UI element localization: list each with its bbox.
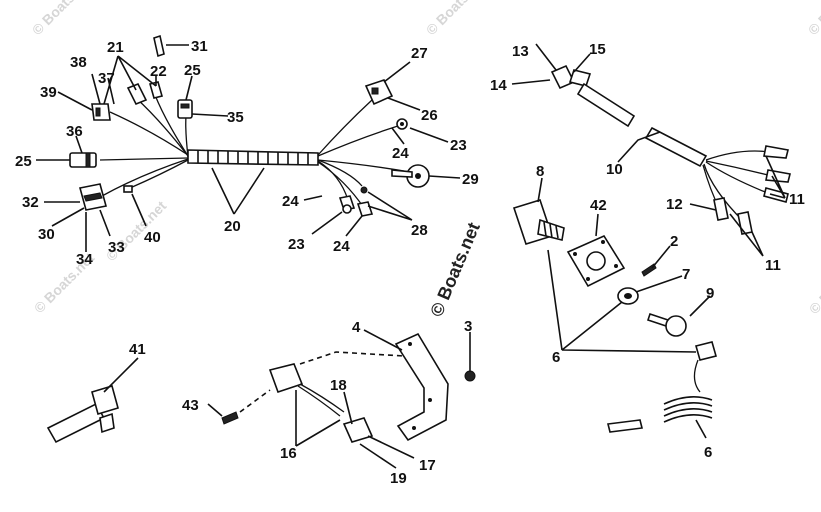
nut-3 <box>464 370 476 382</box>
callout-7: 7 <box>682 266 690 283</box>
callout-39: 39 <box>40 84 57 101</box>
callout-12: 12 <box>666 196 683 213</box>
callout-26: 26 <box>421 107 438 124</box>
watermark-main: © Boats.net <box>426 219 484 319</box>
callout-23-bottom: 23 <box>288 236 305 253</box>
callout-2: 2 <box>670 233 678 250</box>
callout-15: 15 <box>589 41 606 58</box>
callout-29: 29 <box>462 171 479 188</box>
connector-37 <box>126 82 148 106</box>
callout-11-bottom: 11 <box>765 257 781 274</box>
screw-43 <box>221 411 239 425</box>
callout-31: 31 <box>191 38 208 55</box>
callout-20: 20 <box>224 218 241 235</box>
callout-9: 9 <box>706 285 714 302</box>
callout-6-mid: 6 <box>552 349 560 366</box>
callout-4: 4 <box>352 319 361 336</box>
terminal-23-bottom <box>338 195 356 214</box>
lanyard-clip-6 <box>607 341 717 433</box>
stop-switch-16 <box>239 351 405 443</box>
callout-27: 27 <box>411 45 428 62</box>
callout-34: 34 <box>76 251 93 268</box>
ring-terminal-23-top <box>396 118 408 130</box>
callout-13: 13 <box>512 43 529 60</box>
callout-3: 3 <box>464 318 472 335</box>
callout-25-left: 25 <box>15 153 32 170</box>
callout-33: 33 <box>108 239 125 256</box>
sleeve-31 <box>153 34 165 58</box>
callout-43: 43 <box>182 397 199 414</box>
callout-19: 19 <box>390 470 407 487</box>
leader-lines <box>36 43 786 469</box>
connector-36 <box>69 152 97 168</box>
callout-37: 37 <box>98 70 115 87</box>
connector-30 <box>79 183 107 211</box>
callout-14: 14 <box>490 77 507 94</box>
screw-40 <box>123 185 133 193</box>
callout-24-top: 24 <box>392 145 409 162</box>
callout-11-top: 11 <box>789 191 805 208</box>
callout-38: 38 <box>70 54 87 71</box>
callout-22: 22 <box>150 63 167 80</box>
callout-21: 21 <box>107 39 124 56</box>
callout-18: 18 <box>330 377 347 394</box>
callout-16: 16 <box>280 445 297 462</box>
callout-30: 30 <box>38 226 55 243</box>
callout-8: 8 <box>536 163 544 180</box>
ignition-switch-8 <box>512 199 565 245</box>
callout-41: 41 <box>129 341 146 358</box>
watermark-top-left: © Boats.net <box>29 0 96 38</box>
connector-39 <box>91 103 111 121</box>
callout-17: 17 <box>419 457 436 474</box>
connector-26-27 <box>364 79 394 106</box>
callout-24-mid: 24 <box>282 193 299 210</box>
callout-35: 35 <box>227 109 244 126</box>
mounting-plate-42 <box>566 234 626 288</box>
bracket-4 <box>394 332 449 442</box>
callout-28: 28 <box>411 222 428 239</box>
callout-6-bottom: 6 <box>704 444 712 461</box>
watermark-top-right: © Boats.net <box>805 0 821 38</box>
throttle-grip-41 <box>46 384 119 444</box>
callout-10: 10 <box>606 161 623 178</box>
callout-24-bottom: 24 <box>333 238 350 255</box>
callout-labels: 31 21 22 25 38 37 39 35 36 25 32 30 33 3… <box>15 38 805 487</box>
watermark-top-center: © Boats.net <box>423 0 490 38</box>
callout-42: 42 <box>590 197 607 214</box>
callout-32: 32 <box>22 194 39 211</box>
callout-25-top: 25 <box>184 62 201 79</box>
callout-40: 40 <box>144 229 161 246</box>
callout-23-top: 23 <box>450 137 467 154</box>
key-9 <box>646 312 687 337</box>
nut-7 <box>617 287 639 305</box>
callout-36: 36 <box>66 123 83 140</box>
connector-25-top <box>177 99 193 119</box>
watermark-right-mid: © Boats.net <box>806 250 821 317</box>
ring-terminal-29 <box>391 164 430 188</box>
